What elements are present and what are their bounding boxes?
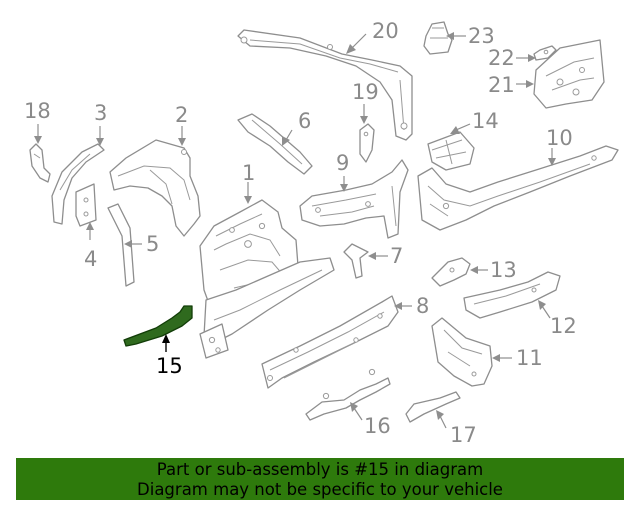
part-16[interactable] [305, 368, 391, 421]
part-13[interactable] [431, 257, 471, 287]
part-7[interactable] [343, 243, 369, 279]
callout-13: 13 [490, 258, 517, 282]
part-15-highlighted[interactable] [123, 305, 193, 347]
leader-lines [34, 32, 556, 429]
part-17[interactable] [405, 391, 461, 423]
callout-16: 16 [364, 414, 391, 438]
parts-diagram: 20 23 22 21 18 3 2 6 19 14 10 1 9 5 4 7 … [24, 19, 619, 447]
callout-4: 4 [84, 247, 97, 271]
callout-17: 17 [450, 423, 477, 447]
callout-6: 6 [298, 109, 311, 133]
part-22[interactable] [533, 45, 557, 61]
banner-line-1: Part or sub-assembly is #15 in diagram [156, 460, 484, 479]
part-19[interactable] [359, 123, 375, 163]
part-6[interactable] [237, 113, 313, 175]
callout-10: 10 [546, 126, 573, 150]
callout-21: 21 [488, 73, 515, 97]
callout-18: 18 [24, 99, 51, 123]
part-12[interactable] [463, 271, 561, 319]
callout-labels: 20 23 22 21 18 3 2 6 19 14 10 1 9 5 4 7 … [24, 19, 577, 447]
callout-11: 11 [516, 346, 543, 370]
part-2[interactable] [109, 139, 201, 237]
part-5[interactable] [107, 203, 135, 287]
callout-7: 7 [390, 244, 403, 268]
callout-14: 14 [472, 109, 499, 133]
part-14[interactable] [427, 131, 475, 171]
callout-1: 1 [242, 161, 255, 185]
part-21[interactable] [533, 39, 605, 109]
part-1[interactable] [199, 199, 335, 359]
part-9[interactable] [299, 159, 409, 239]
callout-12: 12 [550, 314, 577, 338]
part-18[interactable] [29, 143, 51, 183]
banner-line-2: Diagram may not be specific to your vehi… [137, 480, 503, 499]
part-20[interactable] [237, 29, 413, 141]
callout-22: 22 [488, 46, 515, 70]
part-23[interactable] [423, 21, 453, 55]
info-banner: Part or sub-assembly is #15 in diagram D… [16, 458, 624, 500]
callout-8: 8 [416, 294, 429, 318]
callout-20: 20 [372, 19, 399, 43]
part-10[interactable] [417, 145, 619, 231]
callout-2: 2 [175, 103, 188, 127]
callout-3: 3 [94, 101, 107, 125]
callout-15-highlighted: 15 [156, 354, 183, 378]
part-8[interactable] [261, 295, 399, 389]
callout-23: 23 [468, 24, 495, 48]
part-3[interactable] [51, 143, 105, 225]
part-4[interactable] [75, 183, 97, 227]
callout-19: 19 [352, 80, 379, 104]
callout-9: 9 [336, 151, 349, 175]
part-11[interactable] [431, 317, 493, 387]
callout-5: 5 [146, 232, 159, 256]
